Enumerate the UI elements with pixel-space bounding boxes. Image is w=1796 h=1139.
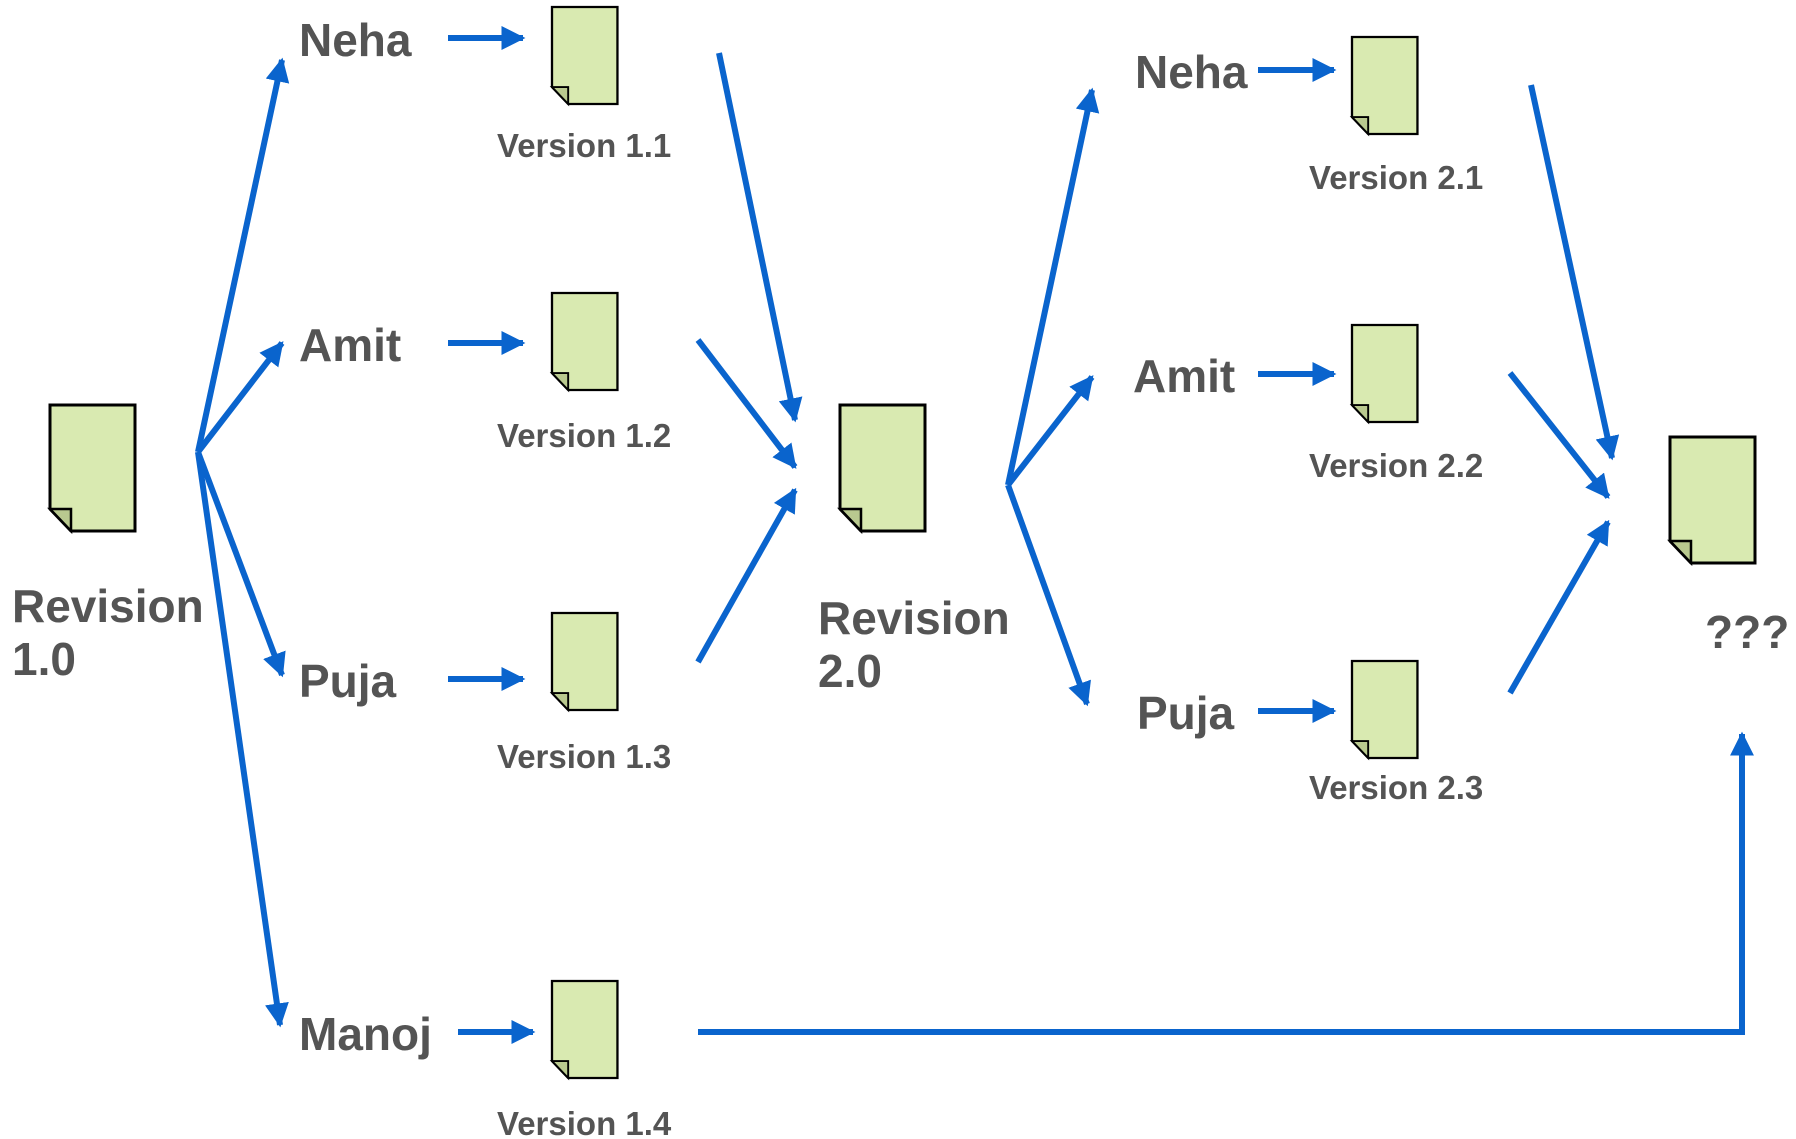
arrow-rev2-to-puja [1005,483,1091,707]
round2-person-puja: Puja [1137,687,1235,739]
version-2-1-document-icon [1350,35,1419,136]
round1-person-puja: Puja [299,655,397,707]
revision-1-label-line2: 1.0 [12,633,76,685]
revision-3-document-icon [1668,435,1757,565]
version-1-2-document-icon [550,291,619,392]
arrow-version-1-1-to-rev2 [716,52,803,423]
version-2-2-label: Version 2.2 [1309,447,1483,484]
arrow-version-2-2-to-rev3 [1507,371,1611,499]
revision-1-label-line1: Revision [12,580,204,632]
version-2-2-document-icon [1350,323,1419,424]
arrow-rev1-to-neha [195,57,290,453]
round2-person-amit: Amit [1133,350,1235,402]
version-1-4-document-icon [550,979,619,1080]
revision-2-document-icon [838,403,927,533]
version-1-4-label: Version 1.4 [497,1105,672,1139]
arrow-rev2-to-neha [1005,87,1100,486]
arrow-version-1-4-to-rev3 [698,731,1754,1035]
arrow-version-1-3-to-rev2 [695,487,798,664]
version-1-1-document-icon [550,5,619,106]
arrow-rev1-to-manoj [195,451,289,1028]
round1-person-manoj: Manoj [299,1008,432,1060]
round1-person-neha: Neha [299,14,412,66]
arrow-version-2-3-to-rev3 [1507,519,1611,695]
arrow-version-2-1-to-rev3 [1528,84,1620,461]
arrow-rev1-to-puja [195,450,286,678]
version-2-3-label: Version 2.3 [1309,769,1483,806]
version-1-2-label: Version 1.2 [497,417,671,454]
revision-3-label: ??? [1705,606,1789,658]
version-2-1-label: Version 2.1 [1309,159,1483,196]
revision-2-label-line1: Revision [818,592,1010,644]
version-1-3-document-icon [550,611,619,712]
version-1-3-label: Version 1.3 [497,738,671,775]
arrow-version-1-2-to-rev2 [695,338,798,469]
arrow-rev1-to-amit [195,341,285,454]
version-2-3-document-icon [1350,659,1419,760]
version-1-1-label: Version 1.1 [497,127,671,164]
round2-person-neha: Neha [1135,46,1248,98]
round1-person-amit: Amit [299,319,401,371]
revision-2-label-line2: 2.0 [818,645,882,697]
revision-1-document-icon [48,403,137,533]
arrow-rev2-to-amit [1005,375,1095,487]
